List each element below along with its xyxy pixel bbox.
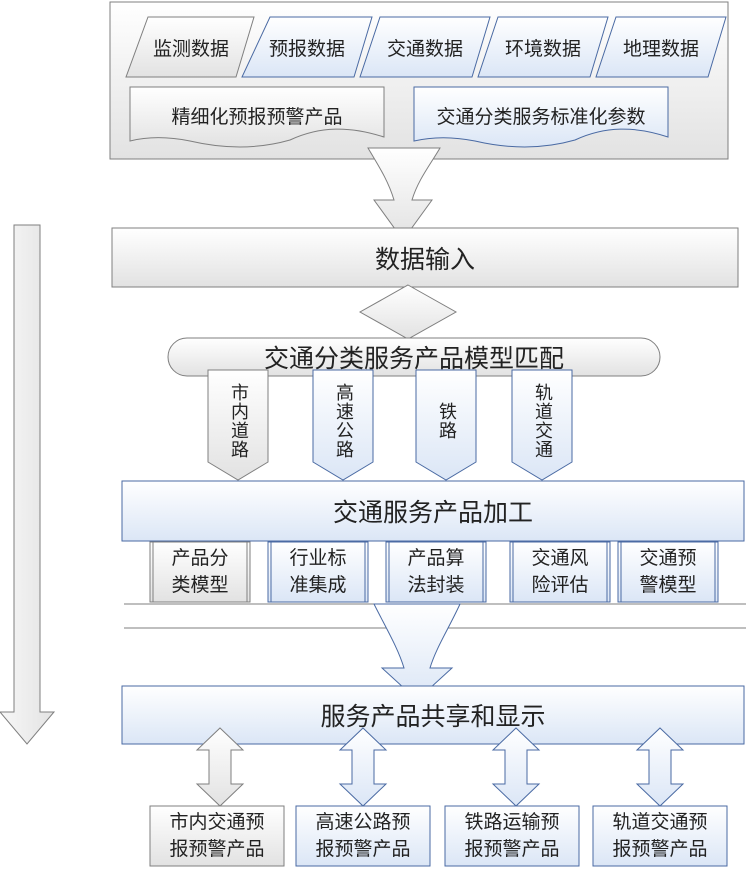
category-label-highway: 高速公路 [333,383,354,459]
matching-bar [167,337,661,377]
module-label-1: 产品分类模型 [171,547,229,596]
module-label-5: 交通预警模型 [639,547,697,596]
processing-box [121,480,745,542]
sharing-label: 服务产品共享和显示 [320,702,546,731]
output-label-2: 高速公路预报预警产品 [315,811,411,860]
category-label-rail-transit: 轨道交通 [532,383,553,459]
category-chevron-2 [312,369,374,481]
module-box-4 [509,541,611,603]
matching-label: 交通分类服务产品模型匹配 [263,344,564,373]
module-box-3 [385,541,487,603]
category-label-urban-road: 市内道路 [228,383,249,459]
category-chevron-1 [207,369,269,481]
data-label-geography: 地理数据 [622,37,699,60]
data-label-environment: 环境数据 [504,37,581,60]
data-shape-2 [241,16,373,78]
input-down-arrow [367,147,441,241]
doc-shape-right [413,86,669,148]
module-label-4: 交通风险评估 [531,547,589,596]
output-box-4 [592,805,728,867]
data-label-monitoring: 监测数据 [152,37,229,60]
doc-label-left: 精细化预报预警产品 [171,105,343,128]
data-shape-5 [595,16,727,78]
data-shape-4 [477,16,609,78]
category-chevron-3 [415,369,477,481]
processing-label: 交通服务产品加工 [332,498,533,527]
category-chevron-4 [511,369,573,481]
doc-label-right: 交通分类服务标准化参数 [436,105,646,128]
module-box-1 [149,541,251,603]
module-label-2: 行业标准集成 [289,547,347,596]
module-box-5 [617,541,719,603]
output-box-1 [149,805,285,867]
data-input-box [111,227,739,288]
module-box-2 [267,541,369,603]
data-shape-3 [359,16,491,78]
output-box-2 [295,805,431,867]
data-input-label: 数据输入 [374,244,475,274]
data-shape-1 [125,16,255,78]
data-label-forecast: 预报数据 [268,37,345,60]
category-label-railway: 铁路 [436,402,457,440]
process-flow-arrow [0,224,56,745]
decision-diamond [358,284,458,340]
output-label-4: 轨道交通预报预警产品 [612,811,708,860]
output-label-3: 铁路运输预报预警产品 [464,811,560,860]
module-label-3: 产品算法封装 [407,547,465,596]
doc-shape-left [129,86,385,148]
processing-down-arrow [373,603,461,701]
data-label-traffic: 交通数据 [386,37,463,60]
output-label-1: 市内交通预报预警产品 [169,811,265,860]
output-box-3 [444,805,580,867]
